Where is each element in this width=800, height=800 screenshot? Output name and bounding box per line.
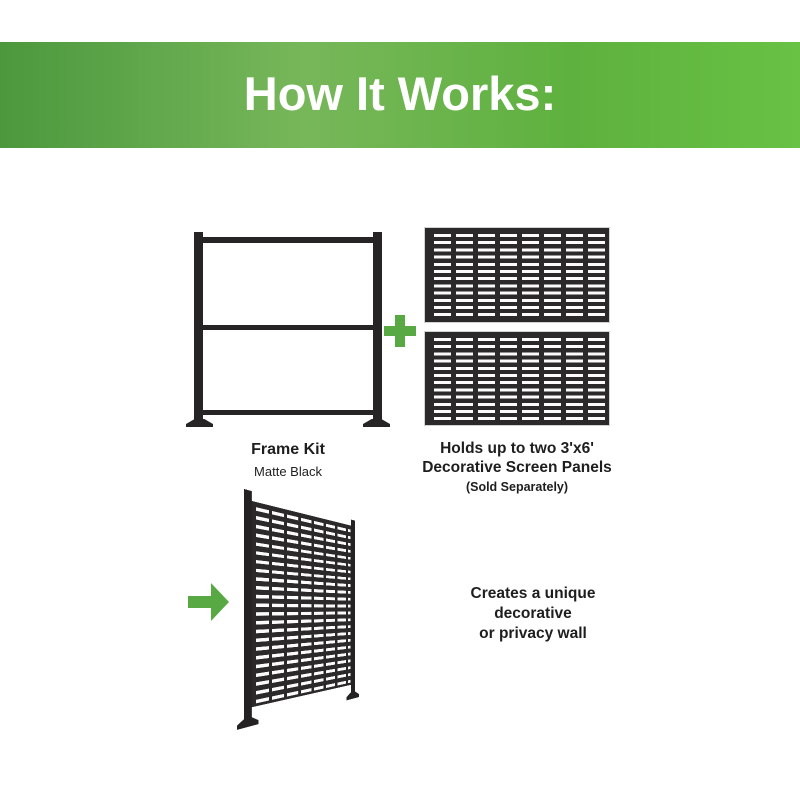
page-title: How It Works: <box>244 70 556 121</box>
frame-kit-caption: Frame Kit Matte Black <box>188 439 388 480</box>
result-caption: Creates a unique decorative or privacy w… <box>433 584 633 644</box>
arrow-right-icon-head <box>211 583 229 621</box>
frame-post-right <box>373 232 382 420</box>
plus-icon-bar-vertical <box>395 315 405 347</box>
result-caption-line1: Creates a unique decorative <box>433 584 633 624</box>
frame-bottom-rail <box>199 410 377 415</box>
panels-caption-line2: Decorative Screen Panels <box>417 458 617 477</box>
frame-top-rail <box>199 237 377 243</box>
wall-screen-panel-slats <box>253 504 351 704</box>
wall-post-right <box>351 520 355 694</box>
header-banner: How It Works: <box>0 42 800 148</box>
screen-panel-bottom <box>425 332 609 425</box>
result-caption-line2: or privacy wall <box>433 624 633 644</box>
arrow-right-icon-shaft <box>188 596 211 608</box>
wall-post-left <box>244 489 252 721</box>
assembled-wall <box>244 489 355 729</box>
frame-kit-caption-subtitle: Matte Black <box>188 463 388 481</box>
plus-icon <box>384 315 416 347</box>
frame-middle-rail <box>199 325 377 330</box>
wall-screen-panel <box>250 501 352 708</box>
screen-panel-top-slats <box>429 232 605 318</box>
panels-caption-line3: (Sold Separately) <box>417 480 617 496</box>
panels-caption-line1: Holds up to two 3'x6' <box>417 439 617 458</box>
assembled-wall-illustration <box>244 489 444 749</box>
frame-foot-right <box>363 419 390 427</box>
frame-foot-left <box>186 419 213 427</box>
screen-panel-top <box>425 228 609 322</box>
screen-panel-bottom-slats <box>429 336 605 421</box>
frame-kit-caption-title: Frame Kit <box>188 439 388 461</box>
panels-caption: Holds up to two 3'x6' Decorative Screen … <box>417 439 617 495</box>
frame-kit-illustration <box>186 230 390 430</box>
arrow-right-icon <box>188 583 228 621</box>
frame-post-left <box>194 232 203 420</box>
